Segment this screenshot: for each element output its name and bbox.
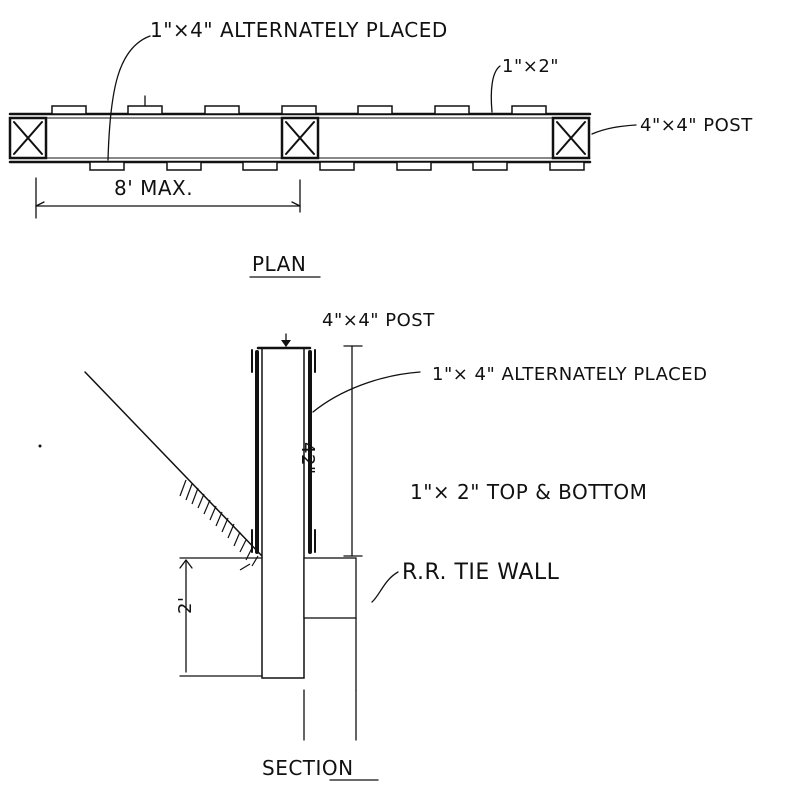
- plan-span-label: 8' MAX.: [114, 176, 194, 200]
- plan-boards-leader: [107, 35, 151, 161]
- section-post-label: 4"×4" POST: [322, 310, 435, 331]
- section-view: [38, 333, 421, 781]
- slope-hatching: [179, 479, 259, 571]
- plan-span-dimension: [35, 177, 301, 219]
- section-title: SECTION: [262, 756, 354, 780]
- plan-post-left: [8, 116, 48, 160]
- plan-post-right: [551, 116, 591, 160]
- plan-view: [8, 35, 637, 278]
- section-post: [256, 346, 312, 679]
- plan-post-label: 4"×4" POST: [640, 115, 753, 136]
- embankment-slope: [84, 371, 263, 557]
- section-wall-label: R.R. TIE WALL: [402, 560, 560, 585]
- section-depth-dimension: [179, 559, 193, 673]
- section-rails-label: 1"× 2" TOP & BOTTOM: [410, 480, 648, 504]
- plan-title: PLAN: [252, 252, 307, 276]
- plan-rail-leader: [490, 65, 501, 113]
- section-tie-wall: [303, 557, 357, 741]
- plan-rail-label: 1"×2": [502, 56, 560, 77]
- section-depth-label: 2': [175, 596, 196, 614]
- section-boards-leader: [312, 371, 421, 413]
- plan-boards-top: [51, 105, 547, 115]
- section-wall-leader: [371, 571, 399, 603]
- section-boards-label: 1"× 4" ALTERNATELY PLACED: [432, 364, 708, 385]
- section-height-label: 42": [297, 442, 318, 475]
- section-height-dimension: [343, 345, 363, 557]
- plan-boards-bottom: [89, 161, 585, 171]
- plan-post-leader: [591, 124, 637, 135]
- plan-boards-label: 1"×4" ALTERNATELY PLACED: [150, 18, 448, 42]
- plan-post-middle: [280, 116, 320, 160]
